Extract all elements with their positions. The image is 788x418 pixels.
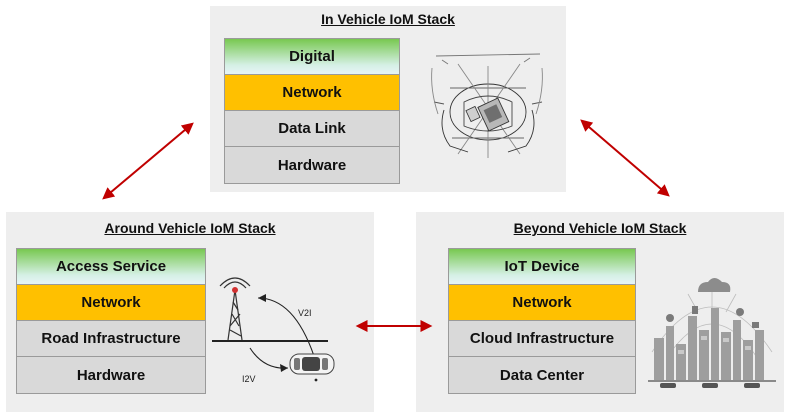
network-layer: Network bbox=[17, 285, 205, 321]
beyond-vehicle-title: Beyond Vehicle IoM Stack bbox=[513, 220, 687, 236]
v2i-label: V2I bbox=[298, 308, 312, 318]
data-link-layer: Data Link bbox=[225, 111, 399, 147]
v2i-illustration: V2I I2V bbox=[212, 277, 335, 384]
v2i-arrow bbox=[257, 297, 315, 357]
in-around-arrow bbox=[102, 122, 194, 200]
network-layer: Network bbox=[225, 75, 399, 111]
network-layer: Network bbox=[449, 285, 635, 321]
smart-city-cloud-icon bbox=[648, 278, 776, 388]
in-vehicle-title: In Vehicle IoM Stack bbox=[321, 11, 455, 27]
in-vehicle-panel: In Vehicle IoM Stack Digital Network Dat… bbox=[210, 6, 566, 192]
around-vehicle-title: Around Vehicle IoM Stack bbox=[104, 220, 276, 236]
road-infrastructure-layer: Road Infrastructure bbox=[17, 321, 205, 357]
car-icon bbox=[289, 353, 335, 382]
iot-device-layer: IoT Device bbox=[449, 249, 635, 285]
i2v-arrow bbox=[249, 347, 289, 369]
in-beyond-arrow bbox=[580, 119, 670, 197]
cloud-infrastructure-layer: Cloud Infrastructure bbox=[449, 321, 635, 357]
around-vehicle-panel: Around Vehicle IoM Stack Access Service … bbox=[6, 212, 374, 412]
hardware-layer: Hardware bbox=[225, 147, 399, 183]
hardware-layer: Hardware bbox=[17, 357, 205, 393]
around-vehicle-stack: Access Service Network Road Infrastructu… bbox=[16, 248, 206, 394]
i2v-label: I2V bbox=[242, 374, 256, 384]
beyond-vehicle-stack: IoT Device Network Cloud Infrastructure … bbox=[448, 248, 636, 394]
access-service-layer: Access Service bbox=[17, 249, 205, 285]
car-interior-sketch-icon bbox=[431, 53, 543, 158]
data-center-layer: Data Center bbox=[449, 357, 635, 393]
digital-layer: Digital bbox=[225, 39, 399, 75]
in-vehicle-stack: Digital Network Data Link Hardware bbox=[224, 38, 400, 184]
beyond-vehicle-panel: Beyond Vehicle IoM Stack IoT Device Netw… bbox=[416, 212, 784, 412]
